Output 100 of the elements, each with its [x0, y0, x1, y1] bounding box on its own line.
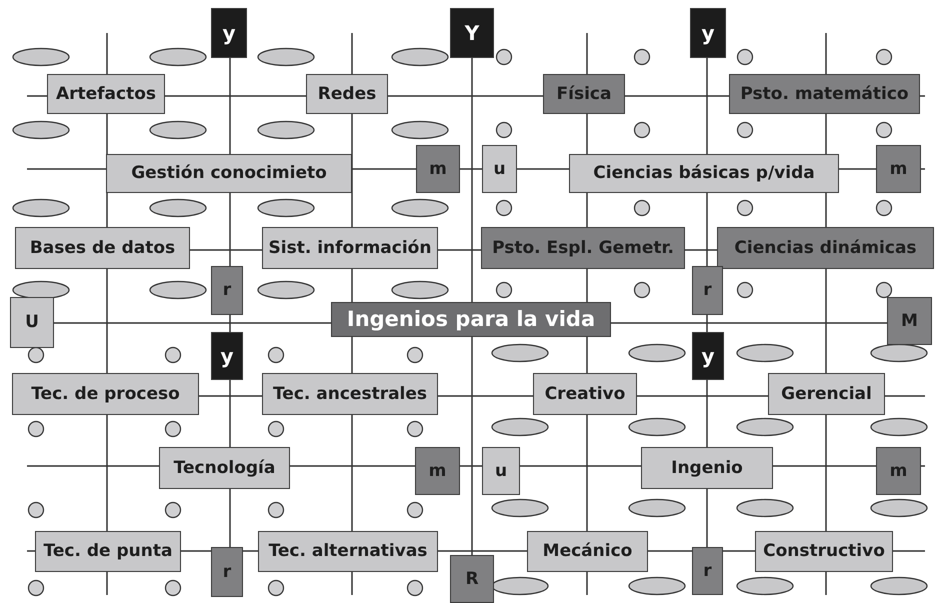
concept-label: Artefactos	[56, 86, 156, 102]
connector-line	[706, 380, 708, 447]
letter-label: y	[701, 346, 715, 366]
connector-line	[460, 465, 482, 467]
concept-box	[262, 227, 438, 269]
concept-box	[641, 447, 773, 489]
connector-line	[611, 322, 887, 324]
letter-label: y	[701, 23, 715, 43]
connector-line	[773, 465, 876, 467]
connector-line	[460, 168, 482, 170]
concept-box	[717, 227, 934, 269]
concept-label: Tec. ancestrales	[272, 386, 428, 402]
connector-line	[229, 193, 231, 266]
concept-box	[569, 154, 839, 193]
concept-label: Ingenio	[671, 460, 743, 476]
concept-label: Tecnología	[174, 460, 276, 476]
concept-label: Tec. de proceso	[31, 386, 180, 402]
connector-line	[706, 489, 708, 547]
letter-box	[450, 8, 494, 58]
concept-label: U	[25, 314, 39, 331]
connector-line	[685, 249, 717, 251]
concept-label: Constructivo	[763, 543, 885, 560]
concept-box	[768, 373, 885, 415]
title-box	[331, 302, 611, 337]
connector-line	[229, 315, 231, 332]
concept-box	[481, 227, 685, 269]
concept-box	[211, 547, 243, 597]
concept-box	[692, 266, 723, 315]
concept-box	[10, 297, 54, 348]
concept-label: Psto. Espl. Gemetr.	[492, 240, 674, 256]
concept-label: r	[222, 564, 232, 580]
concept-box	[47, 74, 165, 114]
concept-box	[450, 555, 494, 603]
concept-box	[876, 145, 921, 193]
concept-label: Tec. alternativas	[268, 543, 428, 560]
concept-label: M	[901, 312, 918, 330]
connector-line	[352, 168, 416, 170]
concept-label: Gestión conocimieto	[131, 165, 327, 182]
concept-box	[211, 266, 243, 315]
concept-box	[543, 74, 625, 114]
letter-label: y	[222, 23, 236, 43]
connector-line	[723, 550, 755, 552]
connector-line	[839, 168, 876, 170]
connector-line	[181, 550, 211, 552]
concept-label: Tec. de punta	[44, 543, 172, 560]
concept-box	[415, 447, 460, 495]
concept-box	[12, 373, 199, 415]
concept-label: Bases de datos	[30, 240, 176, 256]
concept-box	[159, 447, 290, 489]
concept-box	[106, 154, 352, 193]
connector-line	[438, 550, 527, 552]
connector-line	[438, 395, 533, 397]
concept-box	[262, 373, 438, 415]
connector-line	[199, 395, 262, 397]
concept-label: Creativo	[544, 386, 626, 402]
letter-label: y	[220, 346, 234, 366]
connector-line	[706, 315, 708, 332]
letter-box	[692, 332, 724, 380]
concept-label: u	[493, 160, 506, 178]
connector-line	[438, 249, 481, 251]
concept-label: m	[429, 160, 447, 178]
concept-label: r	[222, 282, 232, 299]
concept-label: Psto. matemático	[740, 86, 909, 102]
letter-label: Y	[464, 23, 480, 43]
concept-label: Sist. información	[268, 240, 432, 256]
connector-line	[706, 58, 708, 154]
concept-label: m	[428, 462, 446, 480]
connector-line	[229, 489, 231, 547]
concept-label: Gerencial	[781, 386, 872, 402]
connector-line	[243, 550, 258, 552]
concept-box	[15, 227, 190, 269]
concept-box	[482, 145, 517, 193]
concept-label: Ingenios para la vida	[346, 309, 596, 330]
concept-box	[35, 531, 181, 572]
concept-label: r	[703, 562, 712, 580]
concept-label: Ciencias básicas p/vida	[593, 165, 815, 182]
concept-box	[755, 531, 893, 572]
connector-line	[520, 465, 641, 467]
connector-line	[165, 95, 306, 97]
concept-box	[533, 373, 637, 415]
connector-line	[517, 168, 569, 170]
concept-box	[306, 74, 388, 114]
connector-line	[648, 550, 692, 552]
concept-box	[729, 74, 920, 114]
connector-line	[388, 95, 543, 97]
concept-label: Ciencias dinámicas	[734, 240, 917, 256]
concept-box	[416, 145, 460, 193]
concept-label: Redes	[318, 86, 376, 102]
concept-box	[527, 531, 648, 572]
connector-line	[290, 465, 415, 467]
connector-line	[190, 249, 262, 251]
connector-line	[471, 337, 473, 555]
concept-label: R	[465, 570, 479, 588]
concept-label: m	[890, 462, 908, 480]
connector-line	[637, 395, 768, 397]
concept-label: r	[703, 282, 712, 299]
connector-line	[706, 193, 708, 266]
connector-line	[54, 322, 331, 324]
concept-box	[482, 447, 520, 495]
concept-box	[876, 447, 921, 495]
